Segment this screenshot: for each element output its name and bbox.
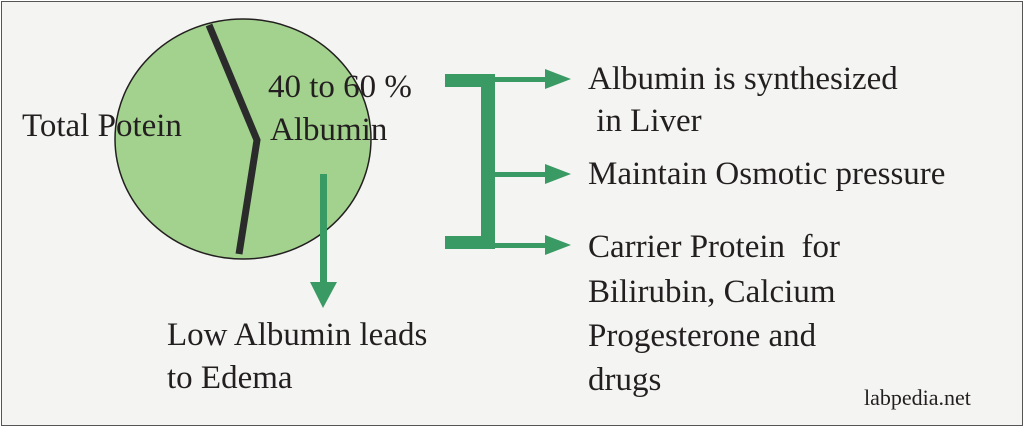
function-carrier-line2: Bilirubin, Calcium: [588, 274, 836, 310]
pie-left-label: Total Potein: [22, 108, 182, 144]
function-osmotic: Maintain Osmotic pressure: [588, 156, 946, 192]
pie-percentage-label: 40 to 60 %: [268, 69, 412, 105]
edema-note-line2: to Edema: [167, 360, 293, 396]
function-carrier-line3: Progesterone and: [588, 318, 817, 354]
arrow-to-synthesis: [495, 69, 571, 89]
watermark-text: labpedia.net: [864, 385, 971, 410]
function-synthesis-line2: in Liver: [588, 103, 702, 139]
down-arrow: [310, 174, 337, 308]
arrow-to-osmotic: [495, 164, 571, 184]
function-carrier-line1: Carrier Protein for: [588, 229, 840, 265]
pie-divider: [205, 23, 261, 255]
function-synthesis-line1: Albumin is synthesized: [588, 61, 898, 97]
pie-circle: [114, 18, 372, 260]
function-carrier-line4: drugs: [588, 362, 662, 398]
bracket-connector: [445, 74, 495, 249]
arrow-to-carrier: [495, 235, 571, 255]
pie-albumin-label: Albumin: [270, 112, 388, 148]
edema-note-line1: Low Albumin leads: [167, 317, 428, 353]
